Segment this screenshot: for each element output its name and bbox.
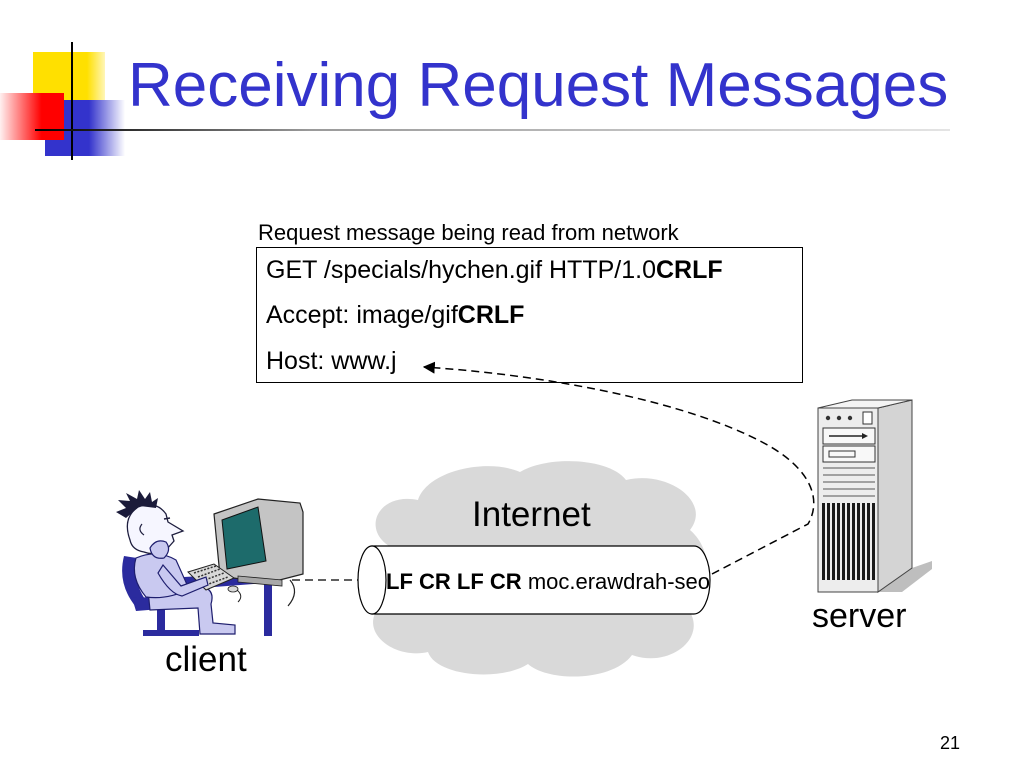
desk-leg [264, 580, 272, 636]
decor-vertical-rule [71, 42, 73, 160]
monitor-stand [237, 575, 283, 587]
request-line-text: Host: www.j [266, 347, 397, 375]
keyboard-keys [193, 565, 229, 586]
server-read-arrow [422, 361, 815, 575]
title-underline [35, 129, 950, 131]
monitor-cable [287, 579, 296, 607]
server-vent-grill [822, 503, 876, 580]
slide-title: Receiving Request Messages [128, 51, 949, 120]
request-line: Accept: image/gifCRLF [266, 303, 524, 328]
client-hair [116, 490, 158, 518]
mouse [227, 585, 239, 593]
request-message-box [256, 247, 803, 383]
decor-red-band [0, 93, 64, 140]
chair-base [143, 630, 199, 636]
server-label: server [812, 597, 907, 635]
stream-text: moc.erawdrah-seo [527, 569, 710, 594]
pipe-icon [357, 545, 711, 615]
client-ear [139, 523, 145, 536]
bay-cover-lines [823, 467, 875, 497]
status-light [847, 415, 853, 421]
drive-eject-arrow [862, 433, 868, 439]
client-eye [163, 517, 171, 520]
request-line-text: Accept: image/gif [266, 301, 458, 329]
server-side-panel [877, 399, 913, 593]
status-light [836, 415, 842, 421]
drive-slot [828, 450, 856, 458]
person-at-computer-icon [116, 490, 304, 636]
client-hand [149, 540, 170, 559]
pipe-body [371, 545, 711, 615]
line-terminator: CRLF [457, 301, 525, 329]
stream-control-chars: LF CR LF CR [386, 569, 522, 594]
chair-back [122, 556, 147, 607]
page-number: 21 [940, 733, 961, 753]
request-line-text: GET /specials/hychen.gif HTTP/1.0 [266, 256, 656, 284]
client-label: client [165, 640, 247, 679]
request-caption: Request message being read from network [258, 220, 679, 245]
mouse-cable [236, 589, 242, 603]
server-shadow [876, 561, 932, 592]
chair-post [157, 609, 165, 632]
title-decoration [0, 42, 950, 160]
client-arm [157, 563, 209, 597]
power-button [862, 411, 873, 425]
request-line: Host: www.j [266, 349, 397, 374]
drive-bay [822, 445, 876, 463]
pipe-opening [357, 545, 387, 615]
request-line: GET /specials/hychen.gif HTTP/1.0CRLF [266, 258, 723, 283]
line-terminator: CRLF [655, 256, 723, 284]
internet-label: Internet [472, 495, 591, 534]
monitor-screen [221, 506, 267, 570]
server-tower-icon [817, 399, 932, 593]
status-light [825, 415, 831, 421]
